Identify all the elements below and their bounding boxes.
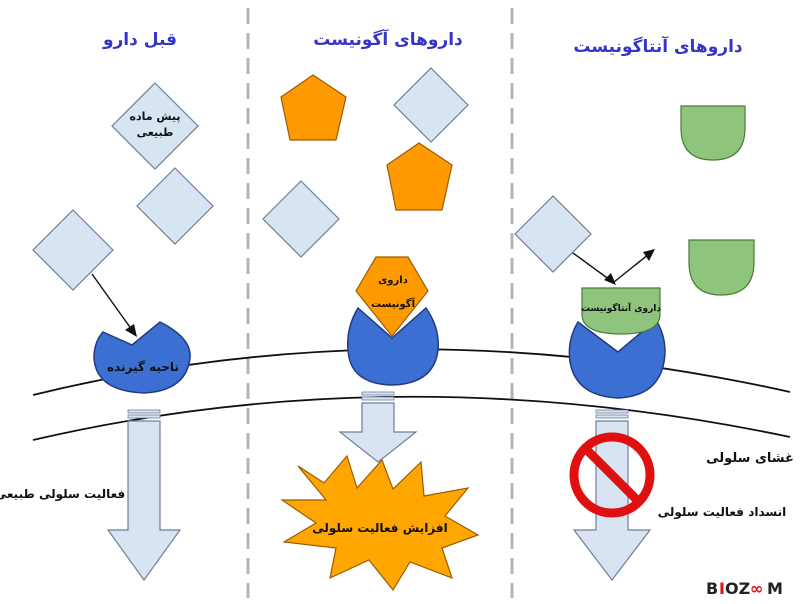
receptor-site-agonist <box>346 306 439 386</box>
cell-membrane-inner <box>32 395 791 441</box>
deflect-arrow-out <box>613 253 650 283</box>
deflect-arrow-out-head <box>643 249 655 261</box>
agonist-pentagon <box>386 142 453 211</box>
receptor-site-label: ناحیه گیرنده <box>107 360 179 374</box>
binding-arrow-head <box>125 324 137 337</box>
title-agonist-drugs: داروهای آگونیست <box>313 28 463 50</box>
cell-membrane-label: غشای سلولی <box>706 451 794 466</box>
natural-substrate-label-2: طبیعی <box>137 126 174 139</box>
agonist-pentagon <box>280 74 347 141</box>
natural-substrate-diamond <box>111 82 199 170</box>
substrate-diamond <box>393 67 469 143</box>
title-antagonist-drugs: داروهای آنتاگونیست <box>573 35 743 57</box>
antagonist-drug-label: داروی آنتاگونیست <box>581 302 661 314</box>
agonist-drug-bound <box>355 256 429 337</box>
normal-activity-label: فعالیت سلولی طبیعی <box>0 487 125 502</box>
increased-activity-arrow <box>338 391 418 463</box>
svg-text:B: B <box>706 579 718 598</box>
agonist-drug-label: داروی <box>378 275 408 286</box>
antagonist-drug-bound <box>581 287 661 335</box>
stop-sign-icon <box>569 432 655 518</box>
svg-text:OZ: OZ <box>725 579 750 598</box>
deflect-arrow-in <box>572 252 611 281</box>
normal-activity-arrow <box>106 409 182 582</box>
substrate-diamond-approaching <box>32 209 114 291</box>
natural-substrate-label: پیش ماده <box>129 110 180 123</box>
biozoom-logo: B I OZ ∞ M <box>706 579 783 598</box>
activity-blocked-label: انسداد فعالیت سلولی <box>658 505 787 520</box>
binding-arrow <box>91 273 133 331</box>
substrate-diamond <box>136 167 214 245</box>
substrate-diamond-blocked <box>514 195 592 273</box>
agonist-drug-label-2: آگونیست <box>371 297 416 310</box>
svg-text:I: I <box>719 579 725 598</box>
svg-text:M: M <box>767 579 783 598</box>
receptor-site-before <box>93 321 191 394</box>
activity-burst <box>280 454 480 592</box>
antagonist-shape <box>680 105 746 161</box>
receptor-site-antagonist <box>568 318 666 399</box>
antagonist-shape <box>688 239 755 296</box>
title-before-drug: قبل دارو <box>102 30 177 50</box>
substrate-diamond <box>262 180 340 258</box>
svg-text:∞: ∞ <box>750 579 763 598</box>
increased-activity-label: افزایش فعالیت سلولی <box>312 521 448 536</box>
deflect-arrow-in-head <box>604 273 616 285</box>
